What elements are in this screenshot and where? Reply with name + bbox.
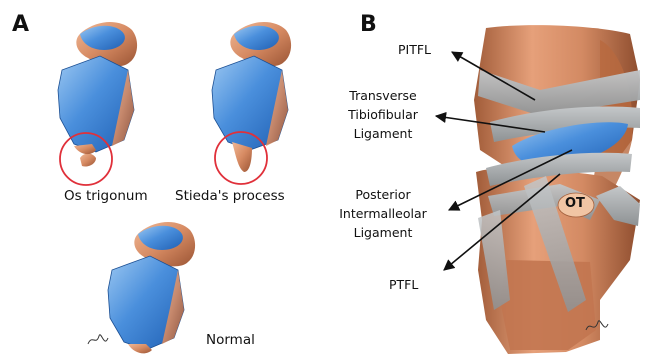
talus-stieda	[212, 22, 291, 184]
label-transverse-line3: Ligament	[338, 124, 428, 143]
os-trigonum-fragment	[80, 154, 96, 167]
label-ptfl: PTFL	[389, 275, 418, 294]
caption-stieda: Stieda's process	[175, 188, 285, 204]
panel-b-letter: B	[360, 12, 377, 37]
label-pitfl: PITFL	[398, 40, 431, 59]
talus-normal	[88, 222, 195, 353]
posterior-ankle	[474, 25, 640, 354]
panel-a-letter: A	[12, 12, 29, 37]
label-posterior-line3: Ligament	[333, 223, 433, 242]
lower-heel-skin	[500, 260, 596, 350]
label-ot: OT	[565, 196, 585, 211]
caption-normal: Normal	[206, 332, 255, 348]
artist-signature	[88, 335, 108, 344]
label-posterior-intermalleolar: Posterior Intermalleolar Ligament	[333, 185, 433, 242]
label-transverse-line2: Tibiofibular	[338, 105, 428, 124]
label-transverse: Transverse Tibiofibular Ligament	[338, 86, 428, 143]
caption-os-trigonum: Os trigonum	[64, 188, 148, 204]
label-transverse-line1: Transverse	[338, 86, 428, 105]
label-posterior-line1: Posterior	[333, 185, 433, 204]
label-posterior-line2: Intermalleolar	[333, 204, 433, 223]
talus-os-trigonum	[58, 22, 137, 185]
